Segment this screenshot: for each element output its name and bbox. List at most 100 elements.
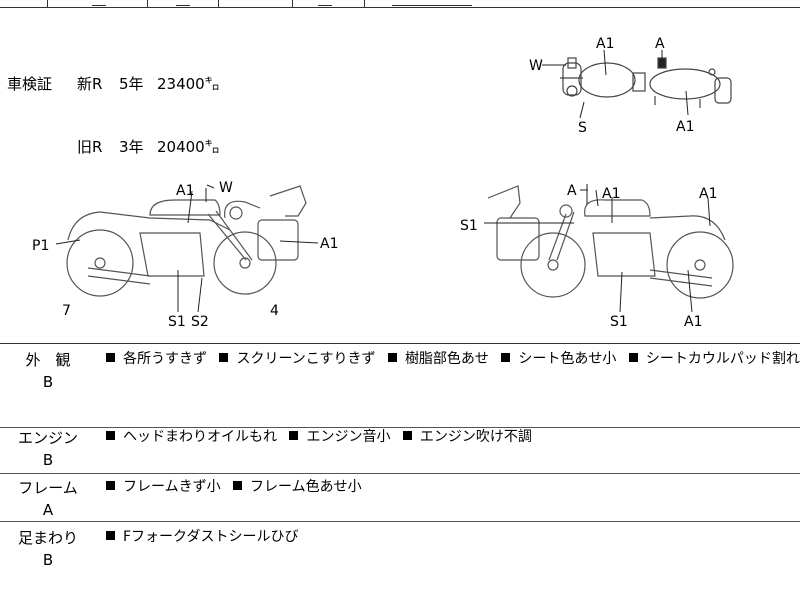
section-items: ヘッドまわりオイルもれ エンジン音小 エンジン吹け不調 — [106, 427, 540, 447]
strip-fragment — [392, 0, 472, 6]
condition-item: フレームきず小 — [106, 479, 221, 495]
section-label: 外 観 — [25, 351, 71, 369]
section-heading: 外 観 B — [0, 349, 96, 393]
certificate-years: 5年 — [119, 75, 144, 93]
label-a1: A1 — [596, 36, 614, 52]
motorcycle-top-view — [560, 57, 732, 108]
bullet-square-icon — [387, 353, 397, 362]
label-a1: A1 — [699, 186, 717, 202]
label-a1: A1 — [176, 183, 194, 199]
section-grade: A — [42, 501, 54, 519]
section-grade: B — [42, 373, 54, 391]
motorcycle-left-side-view — [487, 185, 734, 299]
certificate-km: 20400㌔ — [157, 138, 220, 156]
condition-item: エンジン吹け不調 — [402, 429, 532, 445]
bullet-square-icon — [219, 353, 229, 362]
label-a1: A1 — [684, 314, 702, 330]
condition-text: シート色あせ小 — [518, 351, 617, 367]
label-s1: S1 — [460, 218, 478, 234]
motorcycle-diagrams: A1 A W S A1 — [32, 36, 734, 330]
strip-fragment — [92, 0, 106, 6]
label-number: 4 — [270, 303, 279, 319]
condition-text: 各所うすきず — [123, 351, 207, 367]
motorcycle-right-side-view — [66, 185, 307, 297]
certificate-row: 旧R 3年 20400㌔ — [7, 137, 220, 158]
strip-divider — [292, 0, 293, 7]
label-s1: S1 — [610, 314, 628, 330]
condition-text: Fフォークダストシールひび — [123, 529, 299, 545]
section-label: フレーム — [18, 479, 78, 497]
label-a: A — [655, 36, 665, 52]
right-side-leaders — [55, 184, 319, 313]
label-w: W — [219, 180, 233, 196]
certificate-heading: 車検証 — [7, 75, 53, 93]
condition-text: スクリーンこすりきず — [236, 351, 376, 367]
label-w: W — [529, 58, 543, 74]
condition-section-frame: フレーム A フレームきず小 フレーム色あせ小 — [0, 474, 800, 522]
section-heading: 足まわり B — [0, 527, 96, 571]
label-number: 7 — [62, 303, 71, 319]
condition-item: スクリーンこすりきず — [219, 351, 375, 367]
strip-fragment — [318, 0, 332, 6]
label-s1: S1 — [168, 314, 186, 330]
label-a1: A1 — [320, 236, 338, 252]
bullet-square-icon — [106, 431, 115, 440]
section-grade: B — [42, 451, 54, 469]
strip-divider — [47, 0, 48, 7]
condition-item: Fフォークダストシールひび — [106, 529, 299, 545]
label-a: A — [567, 183, 577, 199]
section-heading: エンジン B — [0, 427, 96, 471]
damage-diagram: 車検証 新R 5年 23400㌔ 旧R 3年 20400㌔ — [0, 8, 800, 344]
strip-divider — [147, 0, 148, 7]
bullet-square-icon — [501, 353, 511, 362]
condition-text: エンジン吹け不調 — [419, 429, 532, 445]
certificate-km: 23400㌔ — [157, 75, 220, 93]
bullet-square-icon — [106, 353, 115, 362]
condition-text: フレームきず小 — [123, 479, 221, 495]
section-items: Fフォークダストシールひび — [106, 527, 307, 547]
label-s2: S2 — [191, 314, 209, 330]
condition-text: 樹脂部色あせ — [404, 351, 489, 367]
section-items: フレームきず小 フレーム色あせ小 — [106, 477, 370, 497]
strip-fragment — [176, 0, 190, 6]
section-grade: B — [42, 551, 54, 569]
condition-section-exterior: 外 観 B 各所うすきず スクリーンこすりきず 樹脂部色あせ シート色あせ小 シ… — [0, 344, 800, 428]
condition-item: 各所うすきず — [106, 351, 207, 367]
bullet-square-icon — [628, 353, 638, 362]
condition-text: ヘッドまわりオイルもれ — [123, 429, 277, 445]
condition-item: フレーム色あせ小 — [233, 479, 362, 495]
section-label: 足まわり — [17, 529, 78, 547]
top-view-leaders — [542, 49, 689, 119]
condition-item: シートカウルパッド割れ — [628, 351, 800, 367]
condition-text: シートカウルパッド割れ — [645, 351, 800, 367]
condition-section-engine: エンジン B ヘッドまわりオイルもれ エンジン音小 エンジン吹け不調 — [0, 428, 800, 474]
condition-text: フレーム色あせ小 — [250, 479, 362, 495]
top-strip — [0, 0, 800, 8]
condition-item: ヘッドまわりオイルもれ — [106, 429, 277, 445]
bullet-square-icon — [233, 481, 243, 490]
certificate-generation: 新R — [77, 75, 103, 93]
label-p1: P1 — [32, 238, 49, 254]
inspection-certificate: 車検証 新R 5年 23400㌔ 旧R 3年 20400㌔ — [7, 32, 220, 200]
bullet-square-icon — [106, 531, 115, 540]
certificate-years: 3年 — [119, 138, 144, 156]
strip-divider — [218, 0, 219, 7]
condition-text: エンジン音小 — [306, 429, 391, 445]
condition-section-suspension: 足まわり B Fフォークダストシールひび — [0, 522, 800, 600]
condition-item: 樹脂部色あせ — [387, 351, 489, 367]
section-items: 各所うすきず スクリーンこすりきず 樹脂部色あせ シート色あせ小 シートカウルパ… — [106, 349, 800, 369]
condition-item: エンジン音小 — [289, 429, 390, 445]
strip-divider — [364, 0, 365, 7]
label-a1: A1 — [602, 186, 620, 202]
bullet-square-icon — [402, 431, 412, 440]
label-a1: A1 — [676, 119, 694, 135]
condition-item: シート色あせ小 — [501, 351, 616, 367]
left-side-leaders — [484, 184, 711, 313]
label-s: S — [578, 120, 587, 136]
bullet-square-icon — [289, 431, 299, 440]
certificate-generation: 旧R — [77, 138, 103, 156]
bullet-square-icon — [106, 481, 115, 490]
section-label: エンジン — [17, 429, 78, 447]
certificate-row: 車検証 新R 5年 23400㌔ — [7, 74, 220, 95]
section-heading: フレーム A — [0, 477, 96, 521]
